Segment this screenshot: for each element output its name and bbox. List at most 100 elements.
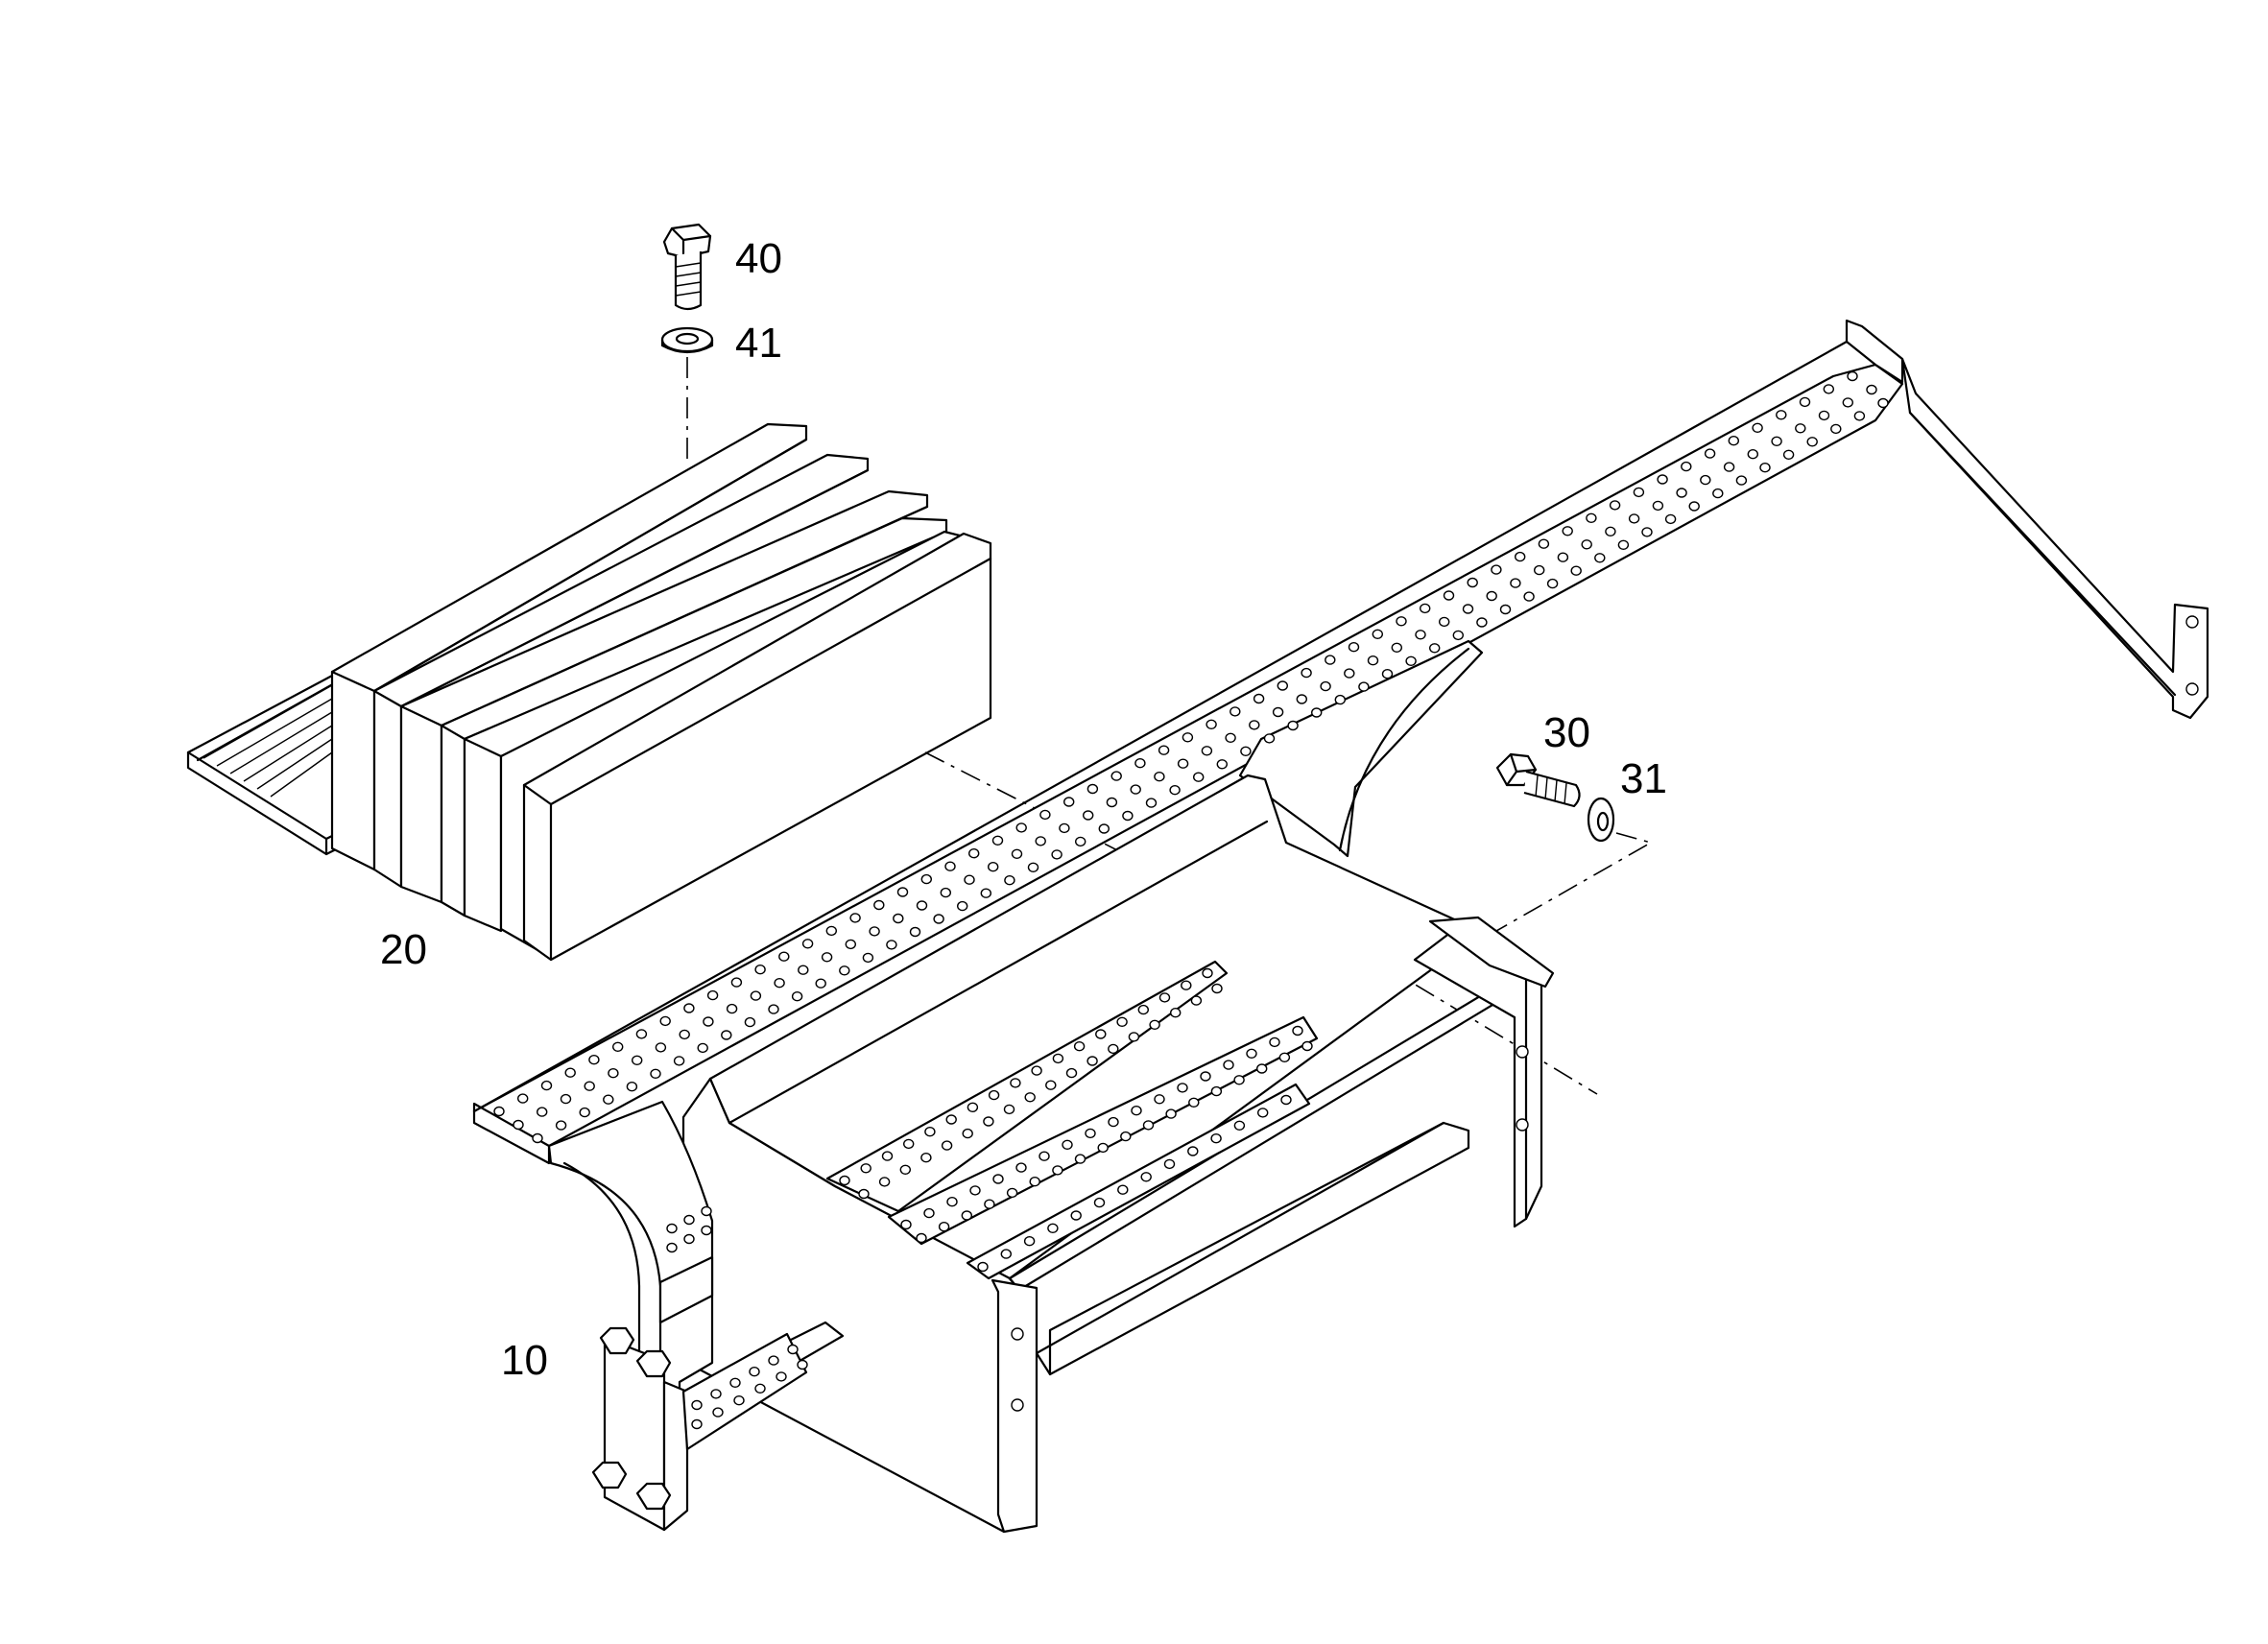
- perforation-hole: [655, 1042, 667, 1053]
- perforation-hole: [916, 900, 928, 911]
- perforation-hole: [1070, 1210, 1082, 1221]
- perforation-hole: [1657, 474, 1668, 485]
- perforation-hole: [1233, 1120, 1246, 1132]
- perforation-hole: [1428, 643, 1441, 654]
- perforation-hole: [1255, 1063, 1268, 1074]
- perforation-hole: [1301, 667, 1312, 679]
- perforation-hole: [1278, 1052, 1291, 1063]
- perforation-hole: [1201, 746, 1213, 756]
- perforation-hole: [1704, 448, 1716, 459]
- perforation-hole: [1093, 1197, 1106, 1208]
- perforation-hole: [815, 978, 826, 989]
- perforation-hole: [1320, 680, 1331, 692]
- callout-30: 30: [1543, 709, 1590, 756]
- perforation-hole: [1233, 1075, 1245, 1085]
- perforation-hole: [744, 1016, 756, 1028]
- perforation-hole: [1027, 862, 1039, 872]
- perforation-hole: [1280, 1094, 1292, 1106]
- perforations-inner-steps: [839, 967, 1313, 1273]
- perforation-hole: [1533, 564, 1545, 576]
- perforation-hole: [493, 1106, 505, 1117]
- perforation-hole: [1396, 616, 1407, 627]
- bolt-40: [662, 223, 712, 311]
- perforation-hole: [920, 873, 932, 885]
- perforation-hole: [1652, 500, 1664, 512]
- perforation-hole: [987, 862, 999, 872]
- perforation-hole: [988, 1089, 1000, 1101]
- perforation-hole: [701, 1225, 712, 1236]
- perforation-hole: [1051, 849, 1062, 860]
- panel-stack-20: [186, 422, 992, 962]
- perforation-hole: [787, 1344, 799, 1355]
- perforation-hole: [778, 951, 790, 962]
- perforation-hole: [1586, 512, 1597, 523]
- perforation-hole: [1277, 680, 1289, 691]
- perforation-hole: [1187, 1146, 1199, 1156]
- perforation-hole: [754, 1383, 766, 1394]
- perforations-lower-steps: [666, 1205, 808, 1430]
- perforation-hole: [1073, 1040, 1086, 1052]
- perforation-hole: [964, 874, 975, 885]
- perforation-hole: [1045, 1080, 1057, 1090]
- perforation-hole: [1169, 1007, 1182, 1018]
- perforation-hole: [969, 1185, 981, 1196]
- perforation-hole: [632, 1055, 643, 1066]
- perforation-hole: [1142, 1120, 1155, 1131]
- perforation-hole: [1154, 1094, 1165, 1105]
- callout-40: 40: [735, 235, 782, 282]
- perforation-hole: [878, 1177, 891, 1187]
- perforation-hole: [1108, 1116, 1119, 1128]
- perforation-hole: [1325, 655, 1336, 665]
- perforation-hole: [603, 1094, 614, 1105]
- perforation-hole: [1003, 1104, 1015, 1115]
- perforation-hole: [1082, 810, 1094, 821]
- perforation-hole: [1877, 397, 1889, 409]
- perforation-hole: [1216, 759, 1229, 770]
- perforation-hole: [1853, 411, 1866, 421]
- perforation-hole: [1188, 1097, 1200, 1108]
- perforation-hole: [1086, 1056, 1098, 1066]
- perforation-hole: [703, 1016, 714, 1027]
- perforation-hole: [1823, 384, 1835, 394]
- perforation-hole: [1177, 1083, 1188, 1093]
- perforation-hole: [1269, 1036, 1280, 1048]
- perforation-hole: [1031, 1065, 1042, 1076]
- perforation-hole: [1292, 1025, 1303, 1036]
- perforation-hole: [750, 990, 762, 1001]
- perforation-hole: [1106, 797, 1118, 808]
- perforation-hole: [1074, 1154, 1086, 1164]
- perforation-hole: [1039, 1151, 1050, 1161]
- centerline-30: [1407, 832, 1654, 1095]
- perforation-hole: [962, 1128, 973, 1139]
- perforation-hole: [1190, 995, 1203, 1006]
- perforation-hole: [1358, 681, 1370, 692]
- perforation-hole: [691, 1418, 703, 1430]
- perforation-hole: [984, 1199, 995, 1209]
- perforation-hole: [1491, 564, 1502, 575]
- perforation-hole: [1633, 487, 1645, 498]
- perforation-hole: [1847, 370, 1858, 382]
- perforation-hole: [869, 926, 880, 937]
- perforation-hole: [1210, 1132, 1222, 1144]
- perforation-hole: [845, 939, 856, 950]
- perforation-hole: [1145, 798, 1158, 808]
- perforation-hole: [992, 1174, 1004, 1184]
- perforation-hole: [1131, 1105, 1142, 1116]
- perforation-hole: [1253, 693, 1265, 704]
- perforation-hole: [1367, 655, 1379, 666]
- perforation-hole: [980, 888, 992, 898]
- perforation-hole: [673, 1056, 685, 1066]
- perforation-hole: [1015, 822, 1027, 833]
- perforation-hole: [517, 1093, 529, 1104]
- perforation-hole: [1158, 745, 1170, 755]
- perforation-hole: [540, 1080, 553, 1091]
- perforation-hole: [1467, 577, 1478, 588]
- perforation-hole: [1108, 1043, 1119, 1055]
- perforation-hole: [1200, 1071, 1211, 1082]
- perforation-hole: [839, 965, 850, 976]
- perforation-hole: [754, 965, 766, 975]
- perforation-hole: [849, 913, 861, 923]
- perforation-hole: [1405, 655, 1417, 666]
- perforation-hole: [1128, 1032, 1140, 1042]
- perforation-hole: [1452, 630, 1465, 641]
